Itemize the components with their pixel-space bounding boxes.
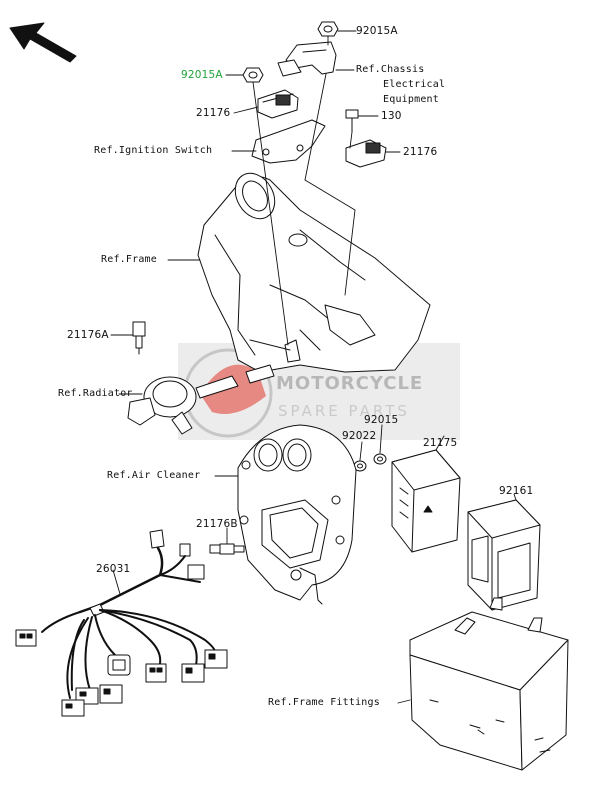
direction-arrow-icon [9, 22, 77, 63]
ecu-unit-21175 [391, 449, 461, 553]
label-ref-radiator[interactable]: Ref.Radiator [58, 388, 133, 399]
watermark-title: MOTORCYCLE [276, 373, 424, 394]
label-92015A-top[interactable]: 92015A [356, 25, 398, 37]
nut-92015A-highlighted [242, 67, 264, 83]
sensor-21176A [132, 321, 146, 355]
label-21176-right[interactable]: 21176 [403, 146, 438, 158]
frame-fittings-tray [409, 597, 569, 771]
label-21176-left[interactable]: 21176 [196, 107, 231, 119]
label-92161[interactable]: 92161 [499, 485, 534, 497]
label-26031[interactable]: 26031 [96, 563, 131, 575]
frame [197, 172, 431, 373]
label-ref-ignition-switch[interactable]: Ref.Ignition Switch [94, 145, 213, 156]
watermark-subtitle: SPARE PARTS [278, 402, 410, 420]
label-21175[interactable]: 21175 [423, 437, 458, 449]
label-92022[interactable]: 92022 [342, 430, 377, 442]
label-ref-chassis-2: Electrical [383, 79, 446, 90]
label-130[interactable]: 130 [381, 110, 402, 122]
leader-lines [110, 30, 517, 704]
sensor-21176-right [345, 139, 387, 168]
chassis-bracket [277, 41, 337, 77]
sensor-21176-left [257, 89, 299, 119]
label-92015[interactable]: 92015 [364, 414, 399, 426]
nut-92015 [373, 453, 387, 465]
label-ref-frame-fittings[interactable]: Ref.Frame Fittings [268, 697, 380, 708]
label-ref-air-cleaner[interactable]: Ref.Air Cleaner [107, 470, 201, 481]
sensor-21176B [209, 543, 245, 555]
wiring-harness-26031 [15, 529, 228, 717]
label-ref-chassis-1[interactable]: Ref.Chassis [356, 64, 425, 75]
radiator-housing [127, 364, 275, 435]
nut-92015A-top [317, 21, 339, 37]
label-ref-chassis-3: Equipment [383, 94, 439, 105]
ignition-switch-bracket [251, 119, 326, 164]
label-ref-frame[interactable]: Ref.Frame [101, 254, 157, 265]
label-92015A-highlight[interactable]: 92015A [181, 69, 223, 81]
air-cleaner-plate [237, 424, 357, 605]
label-21176B[interactable]: 21176B [196, 518, 238, 530]
bolt-130 [345, 109, 359, 133]
cover-92161 [467, 499, 541, 611]
label-21176A[interactable]: 21176A [67, 329, 109, 341]
